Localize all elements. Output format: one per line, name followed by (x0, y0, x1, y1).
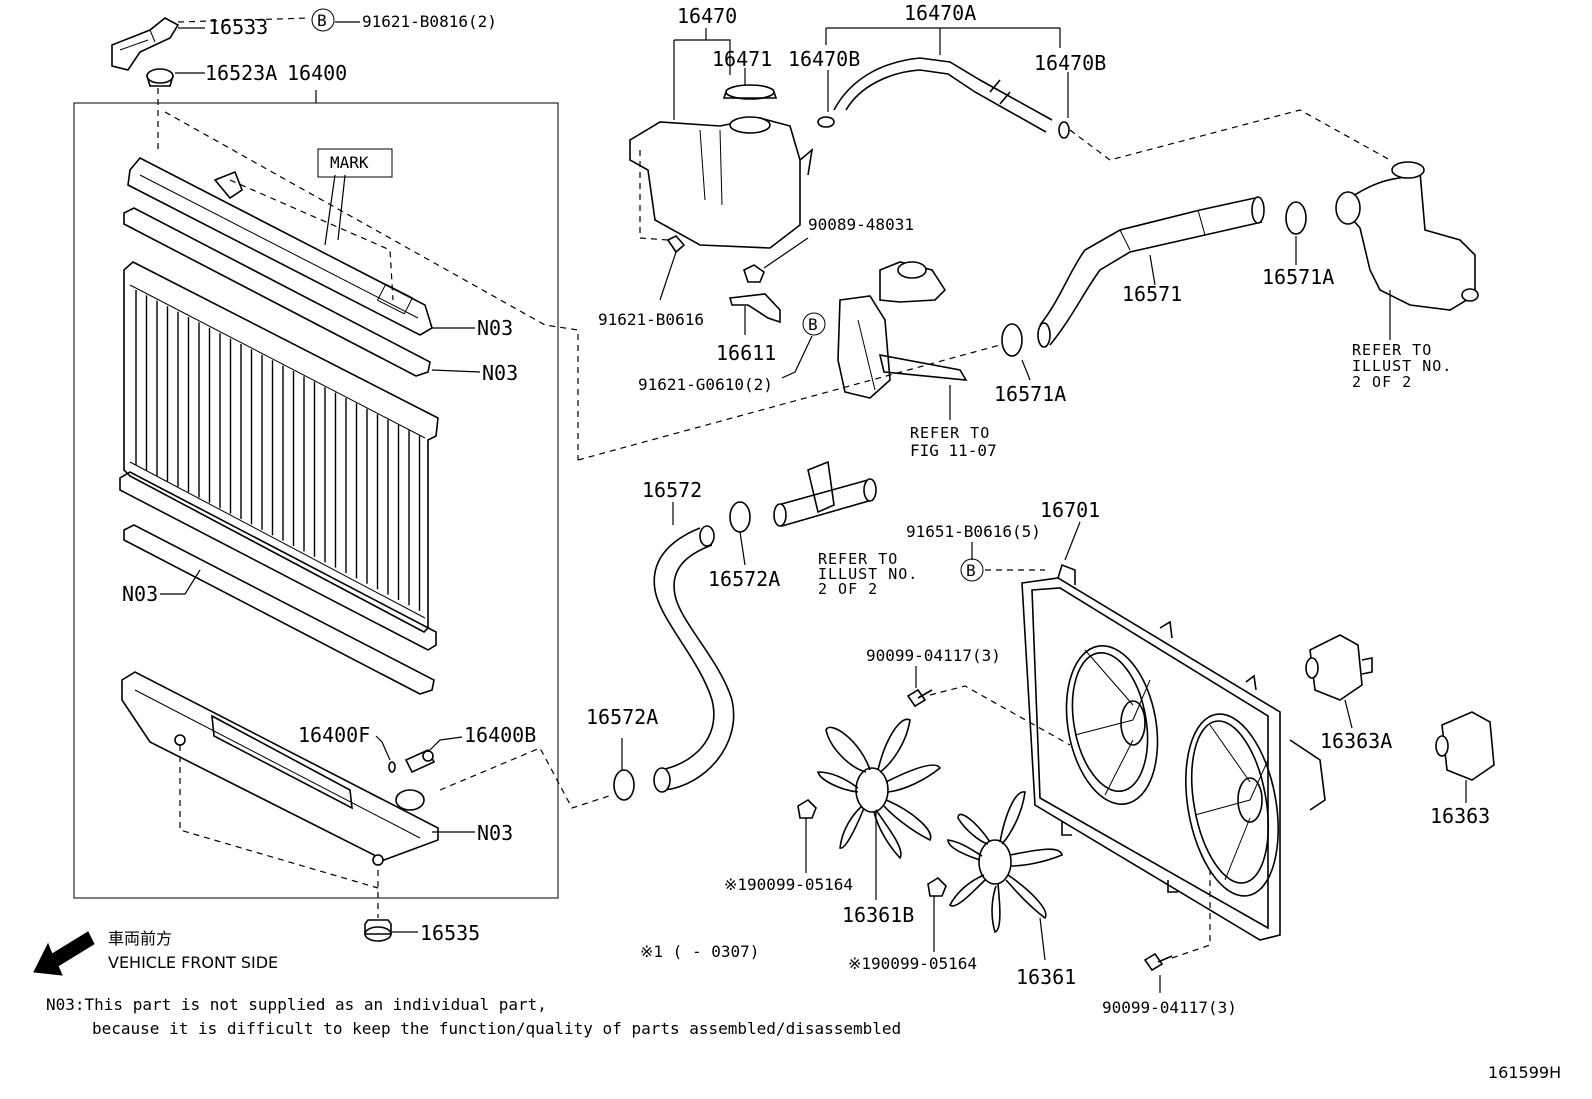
radiator-core (123, 261, 439, 633)
nut-90099-05164-right (927, 876, 947, 897)
radiator-core-fins (135, 290, 421, 611)
hose-clamp-16470b-right (1058, 121, 1070, 139)
label-n03-3: N03 (122, 582, 158, 606)
engine-mount-bracket (837, 261, 968, 399)
footnote-line-1: N03:This part is not supplied as an indi… (46, 995, 547, 1014)
label-16572a-lower: 16572A (586, 705, 658, 729)
footnote-line-2: because it is difficult to keep the func… (92, 1019, 901, 1038)
label-b-ref-top: B (317, 11, 327, 30)
hose-clamp-16572a-upper (729, 501, 751, 533)
label-90099-05164-left: ※190099-05164 (724, 875, 853, 894)
bolt-90099-04117-upper (906, 688, 933, 708)
hose-clamp-16470b-left (817, 116, 835, 128)
label-16361: 16361 (1016, 965, 1076, 989)
label-16470b-right: 16470B (1034, 51, 1106, 75)
reservoir-hose-16470a (833, 57, 1053, 133)
radiator-cushion-16523a (146, 68, 174, 87)
mark-callout-box (317, 148, 393, 178)
label-16471: 16471 (712, 47, 772, 71)
label-91621-g0610: 91621-G0610(2) (638, 375, 773, 394)
figure-code: 161599H (1488, 1063, 1561, 1082)
label-16535: 16535 (420, 921, 480, 945)
label-refer-fig-1: REFER TO (910, 424, 990, 442)
label-16400: 16400 (287, 61, 347, 85)
label-16533: 16533 (208, 15, 268, 39)
label-16361b: 16361B (842, 903, 914, 927)
label-b-ref-mid: B (808, 315, 818, 334)
label-vehicle-front-jp: 車両前方 (108, 929, 172, 948)
label-16470a: 16470A (904, 1, 976, 25)
radiator-hose-lower-16572 (653, 525, 735, 793)
label-refer-illust-b-2: ILLUST NO. (818, 565, 918, 583)
fan-motor-16363a (1305, 634, 1373, 701)
label-16400b: 16400B (464, 723, 536, 747)
drain-oring-16400f (388, 761, 396, 773)
nut-90099-05164-left (797, 798, 817, 819)
bolt-90099-04117-lower (1143, 952, 1173, 972)
label-n03-2: N03 (482, 361, 518, 385)
reservoir-cap-16471 (722, 84, 778, 100)
label-16363a: 16363A (1320, 729, 1392, 753)
radiator-cushion-16535 (364, 919, 392, 942)
label-90089-48031: 90089-48031 (808, 215, 914, 234)
label-refer-illust-a-3: 2 OF 2 (1352, 373, 1412, 391)
label-16611: 16611 (716, 341, 776, 365)
drain-cock-16400b (404, 748, 436, 774)
water-outlet-housing (1335, 161, 1479, 311)
label-refer-illust-b-3: 2 OF 2 (818, 580, 878, 598)
reservoir-tank-16470 (629, 116, 814, 249)
label-16470: 16470 (677, 4, 737, 28)
radiator-gasket-upper (123, 207, 431, 377)
fan-motor-16363 (1435, 711, 1495, 781)
label-16572a-upper: 16572A (708, 567, 780, 591)
label-16523a: 16523A (205, 61, 277, 85)
label-n03-1: N03 (477, 316, 513, 340)
label-b-ref-right: B (966, 561, 976, 580)
label-vehicle-front-en: VEHICLE FRONT SIDE (108, 953, 278, 972)
label-90099-04117-lower: 90099-04117(3) (1102, 998, 1237, 1017)
radiator-upper-tank (127, 156, 433, 336)
hose-clamp-16572a-lower (613, 769, 635, 801)
label-16701: 16701 (1040, 498, 1100, 522)
radiator-lower-strip (119, 471, 437, 651)
label-91651-b0616: 91651-B0616(5) (906, 522, 1041, 541)
label-16572: 16572 (642, 478, 702, 502)
label-n03-4: N03 (477, 821, 513, 845)
label-refer-illust-a-2: ILLUST NO. (1352, 357, 1452, 375)
label-16400f: 16400F (298, 723, 370, 747)
water-bypass-pipe (773, 460, 877, 528)
label-refer-fig-2: FIG 11-07 (910, 441, 997, 460)
bracket-16611 (728, 293, 781, 335)
label-91621-b0616: 91621-B0616 (598, 310, 704, 329)
ref-b-circle-right (960, 558, 984, 582)
label-x1-note: ※1 ( - 0307) (640, 942, 759, 961)
label-16363: 16363 (1430, 804, 1490, 828)
radiator-bracket-16533 (111, 17, 180, 71)
ref-b-circle-top (311, 8, 335, 32)
nut-90089-48031 (743, 237, 809, 283)
label-refer-illust-a-1: REFER TO (1352, 341, 1432, 359)
label-90099-05164-right: ※190099-05164 (848, 954, 977, 973)
label-90099-04117-upper: 90099-04117(3) (866, 646, 1001, 665)
label-16571a-left: 16571A (994, 382, 1066, 406)
label-refer-illust-b-1: REFER TO (818, 550, 898, 568)
ref-b-circle-mid (802, 312, 826, 336)
radiator-assembly-frame (73, 102, 559, 899)
label-16571a-right: 16571A (1262, 265, 1334, 289)
fan-16361b (816, 718, 942, 860)
fan-shroud-16701 (1021, 563, 1326, 941)
fan-16361 (947, 791, 1063, 933)
label-91621-b0816: 91621-B0816(2) (362, 12, 497, 31)
label-16470b-left: 16470B (788, 47, 860, 71)
label-mark: MARK (330, 153, 369, 172)
bolt-91621-b0616 (659, 235, 686, 301)
hose-clamp-16571a-right (1285, 201, 1307, 235)
radiator-hose-upper-16571 (1037, 196, 1265, 348)
label-16571: 16571 (1122, 282, 1182, 306)
hose-clamp-16571a-left (1001, 323, 1023, 357)
vehicle-front-arrow-icon (33, 931, 95, 976)
radiator-gasket-lower (123, 524, 435, 695)
